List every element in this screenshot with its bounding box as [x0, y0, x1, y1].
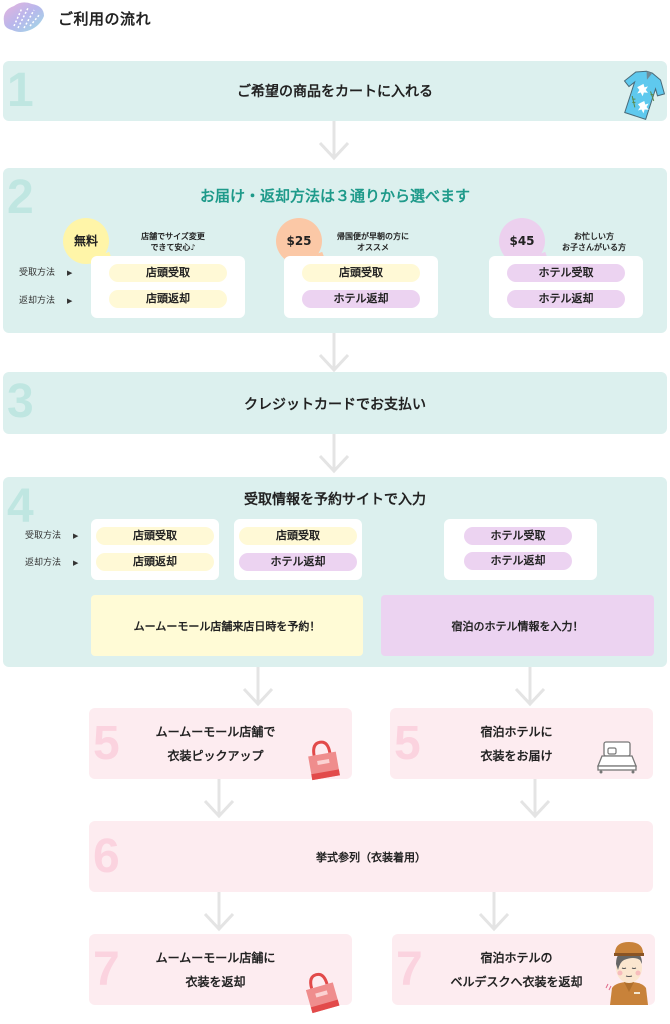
bellhop-icon: [604, 940, 654, 1005]
step-number: 1: [7, 64, 34, 117]
step-5-hotel: 5 宿泊ホテルに衣装をお届け: [390, 708, 653, 779]
step-number: 5: [93, 717, 120, 770]
step-7-hotel: 7 宿泊ホテルのベルデスクへ衣装を返却: [392, 934, 655, 1005]
step-number: 4: [7, 480, 34, 533]
step-title: ムームーモール店舗に衣装を返却: [155, 951, 276, 989]
return-method-label: 返却方法▶: [25, 558, 79, 568]
arrow-down-icon: [519, 779, 551, 819]
return-pill: 店頭返却: [96, 553, 214, 571]
page-title: ご利用の流れ: [58, 10, 152, 28]
option-card-3: ホテル受取 ホテル返却: [444, 519, 597, 580]
step-6: 6 挙式参列（衣装着用）: [89, 821, 653, 892]
return-pill: ホテル返却: [464, 552, 572, 570]
option-note: 帰国便が早朝の方にオススメ: [337, 232, 409, 252]
step-title: クレジットカードでお支払い: [244, 397, 426, 413]
step-title: 挙式参列（衣装着用）: [316, 851, 426, 864]
arrow-down-icon: [514, 667, 546, 707]
step-4: 4 受取情報を予約サイトで入力 受取方法▶ 返却方法▶ 店頭受取 店頭返却 店頭…: [3, 477, 667, 667]
step-2: 2 お届け・返却方法は３通りから選べます 受取方法▶ 返却方法▶ 無料 店舗でサ…: [3, 168, 667, 333]
shell-icon: [0, 0, 48, 36]
option-card-3[interactable]: ホテル受取 ホテル返却: [489, 256, 643, 318]
aloha-shirt-icon: [617, 67, 667, 123]
option-card-1: 店頭受取 店頭返却: [91, 519, 219, 580]
step-number: 5: [394, 717, 421, 770]
step-number: 7: [396, 943, 423, 996]
step-3: 3 クレジットカードでお支払い: [3, 372, 667, 434]
arrow-down-icon: [478, 892, 510, 932]
receive-pill: ホテル受取: [507, 264, 625, 282]
arrow-down-icon: [318, 333, 350, 373]
arrow-down-icon: [242, 667, 274, 707]
return-method-label: 返却方法▶: [19, 296, 73, 306]
receive-method-label: 受取方法▶: [19, 268, 73, 278]
option-note: 店舗でサイズ変更できて安心♪: [141, 232, 205, 252]
step-title: お届け・返却方法は３通りから選べます: [199, 187, 470, 205]
option-card-2: 店頭受取 ホテル返却: [234, 519, 362, 580]
step-5-store: 5 ムームーモール店舗で衣装ピックアップ: [89, 708, 352, 782]
option-card-2[interactable]: 店頭受取 ホテル返却: [284, 256, 438, 318]
arrow-down-icon: [318, 434, 350, 474]
store-reservation-panel[interactable]: ムームーモール店舗来店日時を予約！: [91, 595, 363, 656]
receive-pill: ホテル受取: [464, 527, 572, 545]
arrow-down-icon: [318, 121, 350, 161]
step-number: 6: [93, 830, 120, 883]
step-1: 1 ご希望の商品をカートに入れる: [3, 61, 667, 121]
step-title: 宿泊ホテルに衣装をお届け: [480, 725, 553, 763]
step-title: 受取情報を予約サイトで入力: [244, 492, 426, 508]
receive-method-label: 受取方法▶: [25, 531, 79, 541]
arrow-down-icon: [203, 892, 235, 932]
option-card-1[interactable]: 店頭受取 店頭返却: [91, 256, 245, 318]
return-pill: ホテル返却: [507, 290, 625, 308]
receive-pill: 店頭受取: [96, 527, 214, 545]
hotel-info-panel[interactable]: 宿泊のホテル情報を入力！: [381, 595, 654, 656]
step-title: ムームーモール店舗で衣装ピックアップ: [155, 725, 276, 763]
step-number: 7: [93, 943, 120, 996]
step-title: ご希望の商品をカートに入れる: [237, 84, 433, 100]
bed-icon: [596, 740, 638, 774]
step-number: 3: [7, 375, 34, 428]
receive-pill: 店頭受取: [109, 264, 227, 282]
step-number: 2: [7, 171, 34, 224]
shopping-bag-icon: [301, 970, 341, 1014]
option-note: お忙しい方お子さんがいる方: [562, 232, 626, 252]
return-pill: 店頭返却: [109, 290, 227, 308]
shopping-bag-icon: [303, 738, 343, 782]
return-pill: ホテル返却: [239, 553, 357, 571]
receive-pill: 店頭受取: [239, 527, 357, 545]
step-title: 宿泊ホテルのベルデスクへ衣装を返却: [450, 951, 583, 989]
return-pill: ホテル返却: [302, 290, 420, 308]
step-7-store: 7 ムームーモール店舗に衣装を返却: [89, 934, 352, 1014]
arrow-down-icon: [203, 779, 235, 819]
receive-pill: 店頭受取: [302, 264, 420, 282]
